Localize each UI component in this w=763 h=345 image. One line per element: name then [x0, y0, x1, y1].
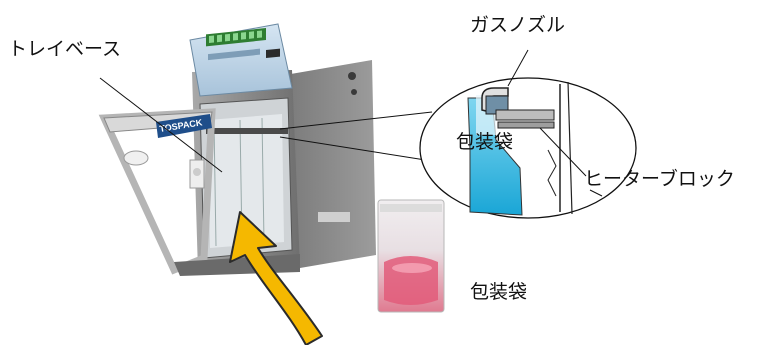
heater-block-leader-line [539, 127, 587, 177]
callout-bag-label: 包装袋 [456, 131, 514, 153]
machine-side-panel [285, 60, 376, 268]
sample-bag-label: 包装袋 [470, 281, 528, 303]
heater-block-label: ヒーターブロック [584, 168, 735, 190]
magnified-callout [279, 77, 637, 219]
gas-nozzle-label: ガスノズル [470, 14, 566, 36]
callout-bubble [419, 77, 637, 219]
sample-package-bag [377, 199, 445, 313]
tray-base-leader-line [99, 77, 223, 173]
tray-base-label: トレイベース [8, 38, 122, 60]
heater-block-illustration [495, 109, 555, 121]
gas-nozzle-leader-line [507, 49, 529, 87]
insert-direction-arrow [229, 211, 323, 345]
packaging-machine: TOSPACK [98, 23, 376, 276]
